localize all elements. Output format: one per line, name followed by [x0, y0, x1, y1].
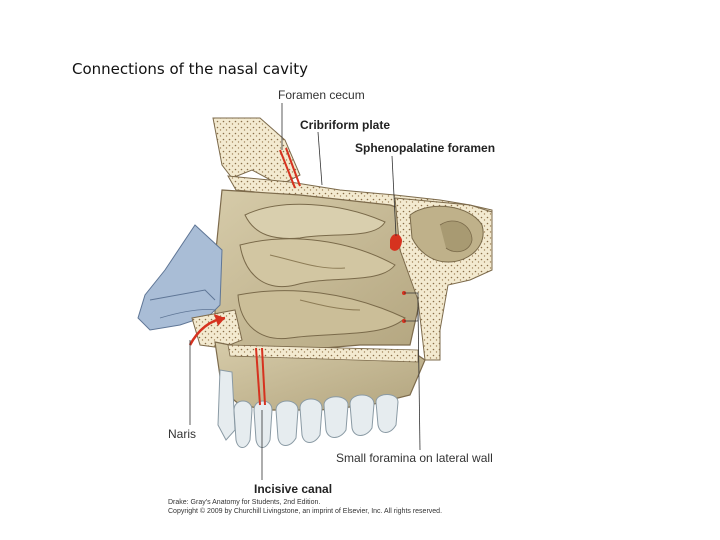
- label-sphenopalatine-foramen: Sphenopalatine foramen: [355, 141, 495, 155]
- label-naris: Naris: [168, 427, 196, 441]
- palate-section: [227, 344, 419, 363]
- label-incisive-canal: Incisive canal: [254, 482, 332, 496]
- middle-concha: [239, 238, 396, 287]
- inferior-concha: [237, 290, 406, 340]
- label-cribriform-plate: Cribriform plate: [300, 118, 390, 132]
- slide-title: Connections of the nasal cavity: [72, 60, 308, 78]
- superior-concha: [244, 203, 386, 239]
- credit-line-2: Copyright © 2009 by Churchill Livingston…: [168, 507, 442, 515]
- vestibule-section: [191, 309, 243, 349]
- label-small-foramina: Small foramina on lateral wall: [336, 451, 493, 465]
- sphenopalatine-foramen-mark: [390, 234, 402, 251]
- nasal-cartilage: [137, 224, 223, 331]
- label-foramen-cecum: Foramen cecum: [278, 88, 365, 102]
- leader-lines: [189, 103, 421, 480]
- credit-line-1: Drake: Gray's Anatomy for Students, 2nd …: [168, 499, 320, 506]
- vessel-markings: [255, 147, 301, 406]
- teeth: [217, 369, 399, 448]
